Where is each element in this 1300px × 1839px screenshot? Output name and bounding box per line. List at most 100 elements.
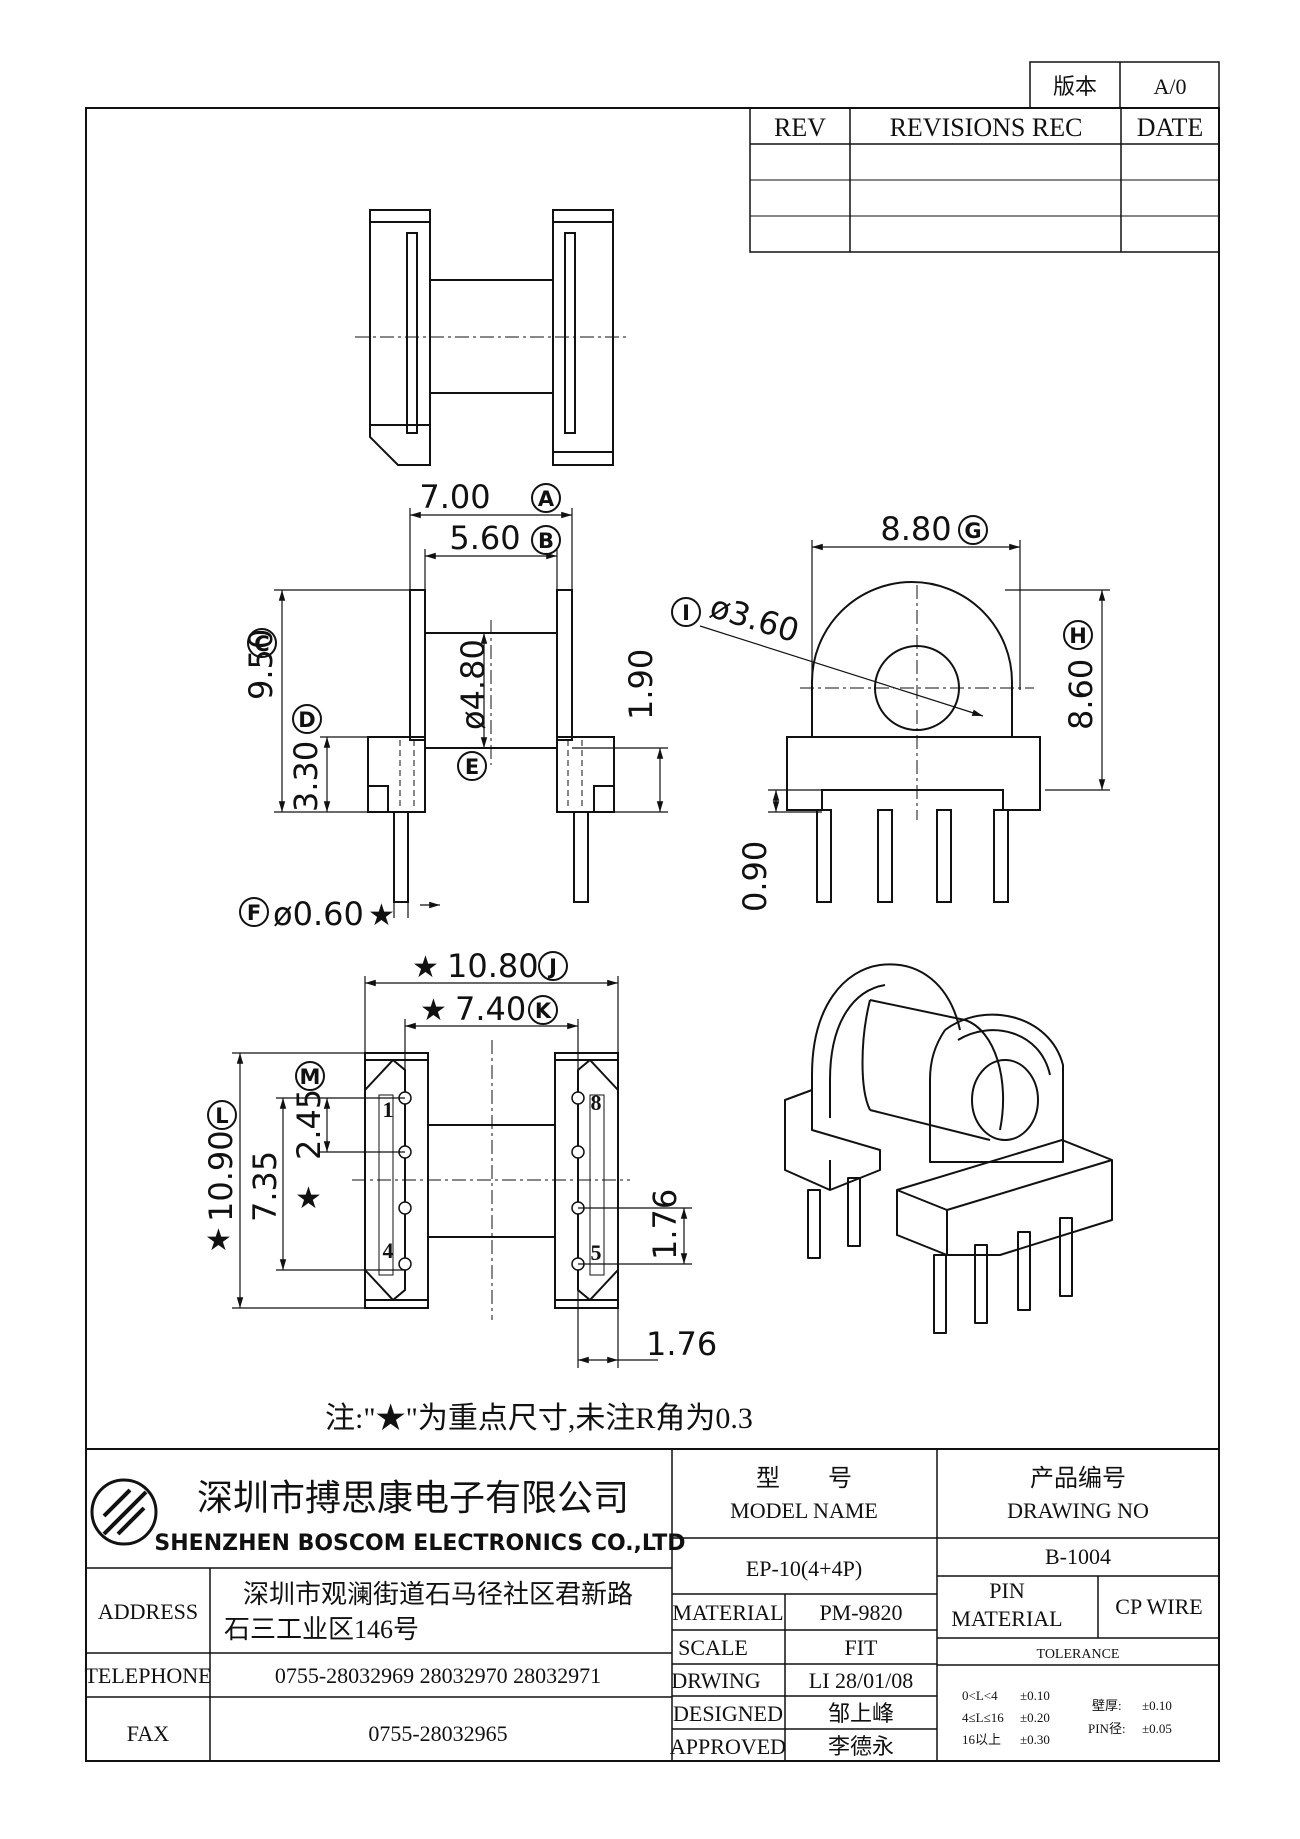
- pin-number-8: 8: [591, 1090, 602, 1115]
- dim-d-label: 3.30: [287, 741, 325, 812]
- fax-label: FAX: [127, 1721, 169, 1746]
- telephone-value: 0755-28032969 28032970 28032971: [275, 1663, 601, 1688]
- address-label: ADDRESS: [98, 1599, 198, 1624]
- wall-tolerance-label: 壁厚:: [1092, 1698, 1122, 1713]
- circle-letter-k: K: [535, 999, 552, 1023]
- drawing-label-cn: 产品编号: [1030, 1465, 1126, 1492]
- company-name-en: SHENZHEN BOSCOM ELECTRONICS CO.,LTD: [154, 1531, 685, 1556]
- fax-value: 0755-28032965: [368, 1721, 507, 1746]
- front-view-dim-labels: 7.00 A 5.60 B 9.50 C 3.30 D ø4.80 E 1.90…: [239, 478, 660, 933]
- isometric-view: [784, 963, 1113, 1334]
- circle-letter-d: D: [298, 708, 315, 732]
- dim-k-label: ★ 7.40 K: [420, 990, 558, 1028]
- dim-pitch-v-label: 1.76: [646, 1189, 684, 1260]
- pin-tolerance-label: PIN径:: [1088, 1721, 1126, 1736]
- dim-b-label: 5.60 B: [449, 519, 561, 557]
- dim-f-label: F ø0.60 ★: [239, 895, 395, 933]
- circle-letter-j: J: [547, 955, 557, 979]
- version-label: 版本: [1053, 74, 1097, 99]
- star-mark: ★: [368, 898, 395, 933]
- approved-value: 李德永: [828, 1734, 894, 1759]
- dim-m-label: 2.45: [290, 1089, 328, 1160]
- side-view: [786, 581, 1041, 903]
- tolerance-value-2: ±0.20: [1020, 1710, 1050, 1725]
- star-mark: ★: [205, 1223, 232, 1258]
- circle-letter-m: M: [300, 1065, 321, 1089]
- pin-label-line1: PIN: [989, 1578, 1025, 1603]
- tolerance-value-3: ±0.30: [1020, 1732, 1050, 1747]
- pin-number-5: 5: [591, 1240, 602, 1265]
- designed-label: DESIGNED: [673, 1701, 783, 1726]
- dim-1-76-v-value: 1.76: [646, 1189, 684, 1260]
- dim-j-value: 10.80: [447, 947, 539, 985]
- dim-e-label: ø4.80: [454, 639, 492, 730]
- dim-1-76-h-value: 1.76: [646, 1325, 717, 1363]
- circle-letter-i: I: [682, 601, 690, 625]
- circle-letter-l: L: [215, 1104, 228, 1128]
- material-label: MATERIAL: [672, 1600, 783, 1625]
- dim-h-value: 8.60: [1062, 659, 1100, 730]
- pin-number-labels: 1 4 5 8: [383, 1090, 602, 1265]
- bottom-view-dimensions: [232, 976, 692, 1368]
- sheet-border: [85, 107, 1220, 1762]
- drawing-value: B-1004: [1045, 1544, 1111, 1569]
- dim-i-value: ø3.60: [706, 587, 804, 650]
- dim-0-90-label: 0.90: [736, 841, 774, 912]
- dim-1-90-value: 1.90: [622, 649, 660, 720]
- dim-j-label: ★ 10.80 J: [412, 947, 568, 985]
- side-view-dimensions: [699, 540, 1110, 813]
- version-box: 版本 A/0: [1029, 61, 1220, 109]
- circle-letter-h: H: [1069, 624, 1087, 648]
- circle-letter-e: E: [465, 755, 479, 779]
- model-value: EP-10(4+4P): [746, 1556, 862, 1581]
- star-mark: ★: [420, 993, 447, 1028]
- circle-letter-b: B: [538, 529, 554, 553]
- scale-label: SCALE: [678, 1635, 748, 1660]
- pin-hole: [398, 1257, 412, 1271]
- dim-a-value: 7.00: [419, 478, 490, 516]
- pin-hole: [398, 1201, 412, 1215]
- pin-material-value: CP WIRE: [1115, 1594, 1202, 1619]
- title-block-text: 深圳市搏思康电子有限公司 SHENZHEN BOSCOM ELECTRONICS…: [84, 1465, 1202, 1759]
- pin-hole: [571, 1091, 585, 1105]
- front-view: [367, 589, 615, 903]
- date-header: DATE: [1137, 113, 1203, 142]
- dim-k-value: 7.40: [455, 990, 526, 1028]
- circle-letter-g: G: [964, 519, 981, 543]
- title-block: [86, 1448, 1219, 1761]
- tolerance-value-1: ±0.10: [1020, 1688, 1050, 1703]
- dim-b-value: 5.60: [449, 519, 520, 557]
- model-label-cn: 型 号: [756, 1465, 852, 1492]
- revisions-rec-header: REVISIONS REC: [890, 113, 1083, 142]
- approved-label: APPROVED: [670, 1734, 786, 1759]
- side-view-dim-labels: 8.80 G H 8.60 I ø3.60 0.90: [671, 510, 1100, 912]
- dim-g-value: 8.80: [880, 510, 951, 548]
- circle-letter-a: A: [538, 487, 555, 511]
- version-value: A/0: [1154, 74, 1187, 99]
- dim-7-35-value: 7.35: [246, 1151, 284, 1222]
- address-line-2: 石三工业区146号: [224, 1615, 419, 1644]
- revision-table: REV REVISIONS REC DATE: [749, 107, 1220, 253]
- dim-f-value: ø0.60: [273, 895, 364, 933]
- address-line-1: 深圳市观澜街道石马径社区君新路: [243, 1580, 633, 1609]
- bottom-view: [352, 1040, 630, 1320]
- model-label-en: MODEL NAME: [730, 1498, 878, 1523]
- bottom-view-dim-labels: ★ 10.80 J ★ 7.40 K L 10.90 ★ 7.35 M 2.45…: [202, 947, 717, 1363]
- front-view-dimensions: [274, 508, 668, 918]
- drawing-label-en: DRAWING NO: [1007, 1498, 1149, 1523]
- circle-letter-c: C: [254, 632, 269, 656]
- dim-m-value: 2.45: [290, 1089, 328, 1160]
- tolerance-range-2: 4≤L≤16: [962, 1710, 1004, 1725]
- pin-label-line2: MATERIAL: [951, 1606, 1062, 1631]
- dim-7-35-label: 7.35: [246, 1151, 284, 1222]
- dim-0-90-value: 0.90: [736, 841, 774, 912]
- dim-i-label: I ø3.60: [671, 587, 804, 650]
- dim-a-label: 7.00 A: [419, 478, 561, 516]
- drawing-note: 注:"★"为重点尺寸,未注R角为0.3: [325, 1402, 753, 1435]
- dim-d-value: 3.30: [287, 741, 325, 812]
- pin-number-1: 1: [383, 1097, 394, 1122]
- dim-e-value: ø4.80: [454, 639, 492, 730]
- wall-tolerance-value: ±0.10: [1142, 1698, 1172, 1713]
- star-mark: ★: [412, 950, 439, 985]
